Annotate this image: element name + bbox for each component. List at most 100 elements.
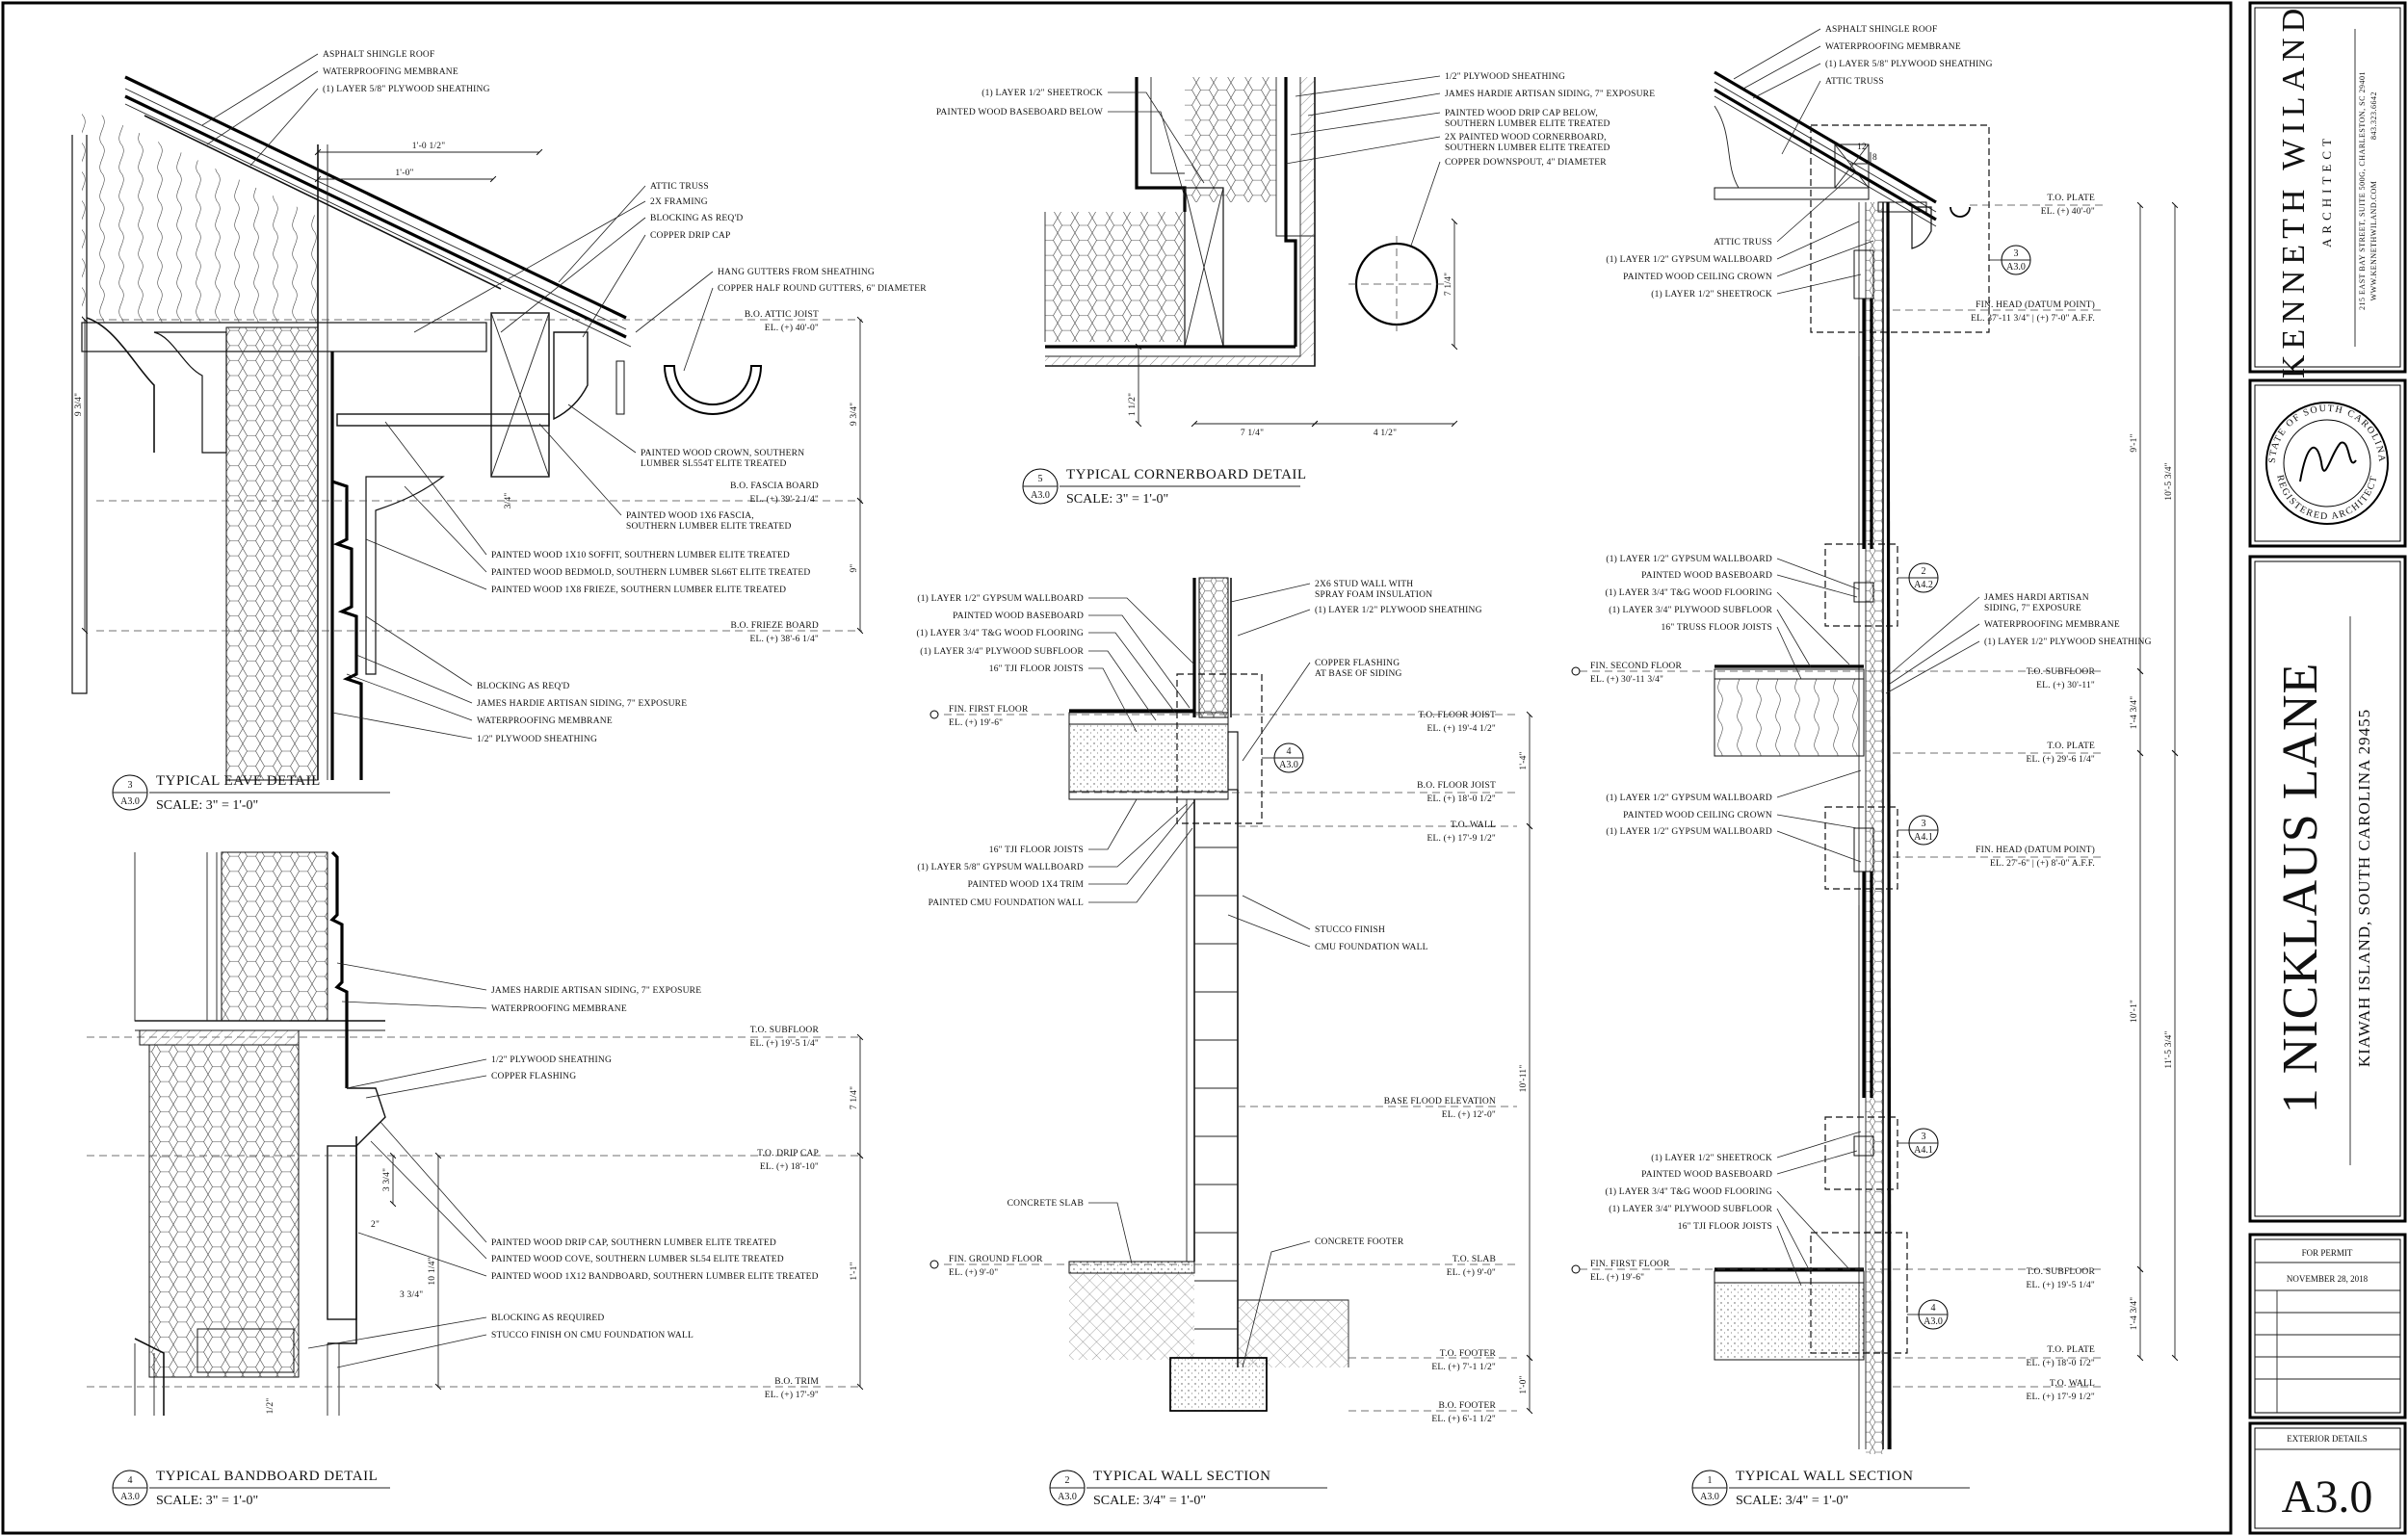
svg-text:TYPICAL WALL SECTION: TYPICAL WALL SECTION: [1736, 1469, 1913, 1484]
svg-text:3: 3: [2014, 248, 2019, 259]
svg-text:PAINTED WOOD 1X6 FASCIA,: PAINTED WOOD 1X6 FASCIA,: [626, 511, 754, 521]
svg-text:(1) LAYER 5/8" PLYWOOD SHEATHI: (1) LAYER 5/8" PLYWOOD SHEATHING: [1825, 59, 1993, 69]
svg-text:FIN. HEAD (DATUM POINT): FIN. HEAD (DATUM POINT): [1976, 299, 2095, 310]
eave-elevations: B.O. ATTIC JOIST EL. (+) 40'-0" B.O. FAS…: [730, 310, 819, 644]
svg-text:PAINTED WOOD BASEBOARD: PAINTED WOOD BASEBOARD: [1641, 571, 1772, 581]
svg-text:T.O. DRIP CAP: T.O. DRIP CAP: [757, 1149, 819, 1159]
svg-text:(1) LAYER 1/2" PLYWOOD SHEATHI: (1) LAYER 1/2" PLYWOOD SHEATHING: [1984, 637, 2152, 647]
wall1-title: 1 A3.0 TYPICAL WALL SECTION SCALE: 3/4" …: [1691, 1469, 1970, 1508]
bandboard-title: 4 A3.0 TYPICAL BANDBOARD DETAIL SCALE: 3…: [112, 1469, 390, 1508]
svg-text:B.O. FASCIA BOARD: B.O. FASCIA BOARD: [730, 482, 819, 491]
svg-text:EL. (+) 9'-0": EL. (+) 9'-0": [1447, 1267, 1496, 1278]
svg-text:B.O. FOOTER: B.O. FOOTER: [1439, 1401, 1497, 1411]
svg-text:1 1/2": 1 1/2": [1128, 393, 1138, 416]
svg-text:EL. (+) 19'-6": EL. (+) 19'-6": [1590, 1272, 1644, 1283]
svg-text:B.O. ATTIC JOIST: B.O. ATTIC JOIST: [745, 310, 819, 320]
svg-text:3: 3: [1922, 1132, 1926, 1142]
svg-text:EL. (+) 40'-0": EL. (+) 40'-0": [765, 323, 819, 333]
sheet-border: [1, 1, 2233, 1535]
project-location: KIAWAH ISLAND, SOUTH CAROLINA 29455: [2355, 709, 2373, 1067]
svg-text:EL. (+) 39'-2 1/4": EL. (+) 39'-2 1/4": [749, 494, 819, 505]
svg-text:1'-0": 1'-0": [1519, 1375, 1529, 1393]
svg-text:TYPICAL WALL SECTION: TYPICAL WALL SECTION: [1093, 1469, 1270, 1484]
svg-text:SCALE: 3" = 1'-0": SCALE: 3" = 1'-0": [156, 798, 258, 813]
svg-text:(1) LAYER 1/2" GYPSUM WALLBOAR: (1) LAYER 1/2" GYPSUM WALLBOARD: [1606, 254, 1772, 265]
svg-text:2X FRAMING: 2X FRAMING: [650, 197, 708, 207]
wall1-labels: ASPHALT SHINGLE ROOF WATERPROOFING MEMBR…: [1606, 25, 2152, 1232]
svg-text:SOUTHERN LUMBER ELITE TREATED: SOUTHERN LUMBER ELITE TREATED: [1445, 119, 1610, 129]
svg-text:T.O. SUBFLOOR: T.O. SUBFLOOR: [2027, 667, 2096, 677]
svg-text:T.O. PLATE: T.O. PLATE: [2047, 742, 2095, 751]
wall2-elevations: T.O. FLOOR JOIST EL. (+) 19'-4 1/2" B.O.…: [1384, 711, 1497, 1424]
firm-website: WWW.KENNETHWILAND.COM: [2369, 181, 2378, 301]
svg-text:FIN. HEAD (DATUM POINT): FIN. HEAD (DATUM POINT): [1976, 845, 2095, 855]
firm-phone: 843.323.6642: [2369, 91, 2378, 140]
svg-text:EL. (+) 40'-0": EL. (+) 40'-0": [2041, 206, 2095, 217]
svg-text:4: 4: [1287, 746, 1292, 757]
svg-text:SCALE: 3/4" = 1'-0": SCALE: 3/4" = 1'-0": [1736, 1494, 1848, 1508]
wall2-callout: 4 A3.0: [1262, 742, 1304, 773]
svg-text:1: 1: [1708, 1475, 1713, 1486]
sheet-title: EXTERIOR DETAILS: [2287, 1434, 2368, 1444]
firm-role: ARCHITECT: [2319, 134, 2334, 247]
svg-text:CONCRETE FOOTER: CONCRETE FOOTER: [1315, 1237, 1404, 1247]
svg-text:16" TRUSS FLOOR JOISTS: 16" TRUSS FLOOR JOISTS: [1661, 623, 1772, 633]
svg-text:(1) LAYER 5/8" GYPSUM WALLBOAR: (1) LAYER 5/8" GYPSUM WALLBOARD: [917, 862, 1084, 872]
svg-text:10'-11": 10'-11": [1519, 1065, 1529, 1093]
eave-detail: 1'-0 1/2" 1'-0" 9 3/4" 9 3/4" 3/4" 9" AS…: [71, 50, 927, 813]
svg-text:PAINTED WOOD CEILING CROWN: PAINTED WOOD CEILING CROWN: [1623, 811, 1772, 820]
svg-text:3: 3: [128, 780, 133, 791]
firm-name: KENNETH WILAND: [2276, 3, 2312, 378]
svg-text:EL. (+) 19'-5 1/4": EL. (+) 19'-5 1/4": [749, 1038, 819, 1049]
svg-text:1/2" PLYWOOD SHEATHING: 1/2" PLYWOOD SHEATHING: [1445, 72, 1565, 82]
svg-text:COPPER HALF ROUND GUTTERS, 6": COPPER HALF ROUND GUTTERS, 6" DIAMETER: [718, 284, 927, 294]
wall2-labels: (1) LAYER 1/2" GYPSUM WALLBOARD PAINTED …: [917, 580, 1482, 1247]
svg-text:ASPHALT SHINGLE ROOF: ASPHALT SHINGLE ROOF: [1825, 25, 1937, 35]
svg-text:COPPER DOWNSPOUT, 4" DIAMETER: COPPER DOWNSPOUT, 4" DIAMETER: [1445, 158, 1607, 168]
wall1-elevations: T.O. PLATE EL. (+) 40'-0" FIN. HEAD (DAT…: [1971, 194, 2095, 1402]
svg-text:A3.0: A3.0: [1924, 1316, 1943, 1327]
svg-text:3 3/4": 3 3/4": [400, 1290, 423, 1300]
svg-text:4 1/2": 4 1/2": [1374, 429, 1397, 438]
svg-text:JAMES HARDIE ARTISAN SIDING, 7: JAMES HARDIE ARTISAN SIDING, 7" EXPOSURE: [491, 986, 701, 996]
svg-text:EL. (+) 38'-6 1/4": EL. (+) 38'-6 1/4": [749, 634, 819, 644]
svg-text:HANG GUTTERS FROM SHEATHING: HANG GUTTERS FROM SHEATHING: [718, 268, 875, 277]
svg-text:T.O. SUBFLOOR: T.O. SUBFLOOR: [750, 1026, 820, 1035]
svg-text:TYPICAL BANDBOARD DETAIL: TYPICAL BANDBOARD DETAIL: [156, 1469, 378, 1484]
svg-text:COPPER FLASHING: COPPER FLASHING: [1315, 659, 1400, 668]
svg-text:AT BASE OF SIDING: AT BASE OF SIDING: [1315, 669, 1402, 679]
svg-text:STUCCO FINISH: STUCCO FINISH: [1315, 925, 1385, 935]
issue-label: FOR PERMIT: [2302, 1248, 2353, 1258]
svg-text:7 1/4": 7 1/4": [850, 1086, 859, 1109]
svg-text:EL. (+) 19'-4 1/2": EL. (+) 19'-4 1/2": [1426, 723, 1496, 734]
svg-text:B.O. TRIM: B.O. TRIM: [774, 1377, 819, 1387]
svg-text:EL. (+) 29'-6 1/4": EL. (+) 29'-6 1/4": [2026, 754, 2095, 765]
svg-text:BASE FLOOD ELEVATION: BASE FLOOD ELEVATION: [1384, 1097, 1496, 1106]
svg-text:EL. (+) 17'-9": EL. (+) 17'-9": [765, 1390, 819, 1400]
svg-text:9 3/4": 9 3/4": [74, 393, 84, 416]
svg-text:COPPER FLASHING: COPPER FLASHING: [491, 1072, 576, 1081]
svg-text:1'-0 1/2": 1'-0 1/2": [412, 142, 446, 151]
signature-mark: [2299, 441, 2357, 482]
svg-text:3 3/4": 3 3/4": [382, 1168, 392, 1191]
svg-text:1/2" PLYWOOD SHEATHING: 1/2" PLYWOOD SHEATHING: [477, 735, 597, 744]
svg-text:PAINTED WOOD BEDMOLD, SOUTHERN: PAINTED WOOD BEDMOLD, SOUTHERN LUMBER SL…: [491, 568, 810, 578]
svg-text:EL. (+) 12'-0": EL. (+) 12'-0": [1442, 1109, 1496, 1120]
bandboard-detail: 7 1/4" 3 3/4" 2" 3 3/4" 10 1/4" 1'-1" 1/…: [87, 850, 864, 1508]
svg-text:T.O. PLATE: T.O. PLATE: [2047, 194, 2095, 203]
svg-text:(1) LAYER 1/2" GYPSUM WALLBOAR: (1) LAYER 1/2" GYPSUM WALLBOARD: [917, 593, 1084, 604]
svg-text:7 1/4": 7 1/4": [1444, 273, 1453, 296]
svg-text:PAINTED WOOD BASEBOARD: PAINTED WOOD BASEBOARD: [1641, 1170, 1772, 1180]
svg-text:(1) LAYER 5/8" PLYWOOD SHEATHI: (1) LAYER 5/8" PLYWOOD SHEATHING: [323, 84, 490, 94]
svg-text:9": 9": [850, 563, 859, 572]
svg-text:A3.0: A3.0: [1031, 490, 1050, 501]
svg-text:9 3/4": 9 3/4": [850, 403, 859, 426]
svg-text:FIN. GROUND FLOOR: FIN. GROUND FLOOR: [949, 1255, 1043, 1264]
svg-text:JAMES HARDIE ARTISAN SIDING, 7: JAMES HARDIE ARTISAN SIDING, 7" EXPOSURE: [1445, 90, 1655, 99]
svg-text:PAINTED WOOD 1X4 TRIM: PAINTED WOOD 1X4 TRIM: [968, 880, 1085, 890]
svg-text:(1) LAYER 3/4" PLYWOOD SUBFLOO: (1) LAYER 3/4" PLYWOOD SUBFLOOR: [1609, 605, 1772, 615]
svg-text:EL. (+) 18'-10": EL. (+) 18'-10": [760, 1161, 819, 1172]
seal-text-top: STATE OF SOUTH CAROLINA: [2267, 404, 2387, 463]
wall2-title: 2 A3.0 TYPICAL WALL SECTION SCALE: 3/4" …: [1049, 1469, 1327, 1508]
svg-text:PAINTED WOOD BASEBOARD: PAINTED WOOD BASEBOARD: [953, 612, 1084, 621]
